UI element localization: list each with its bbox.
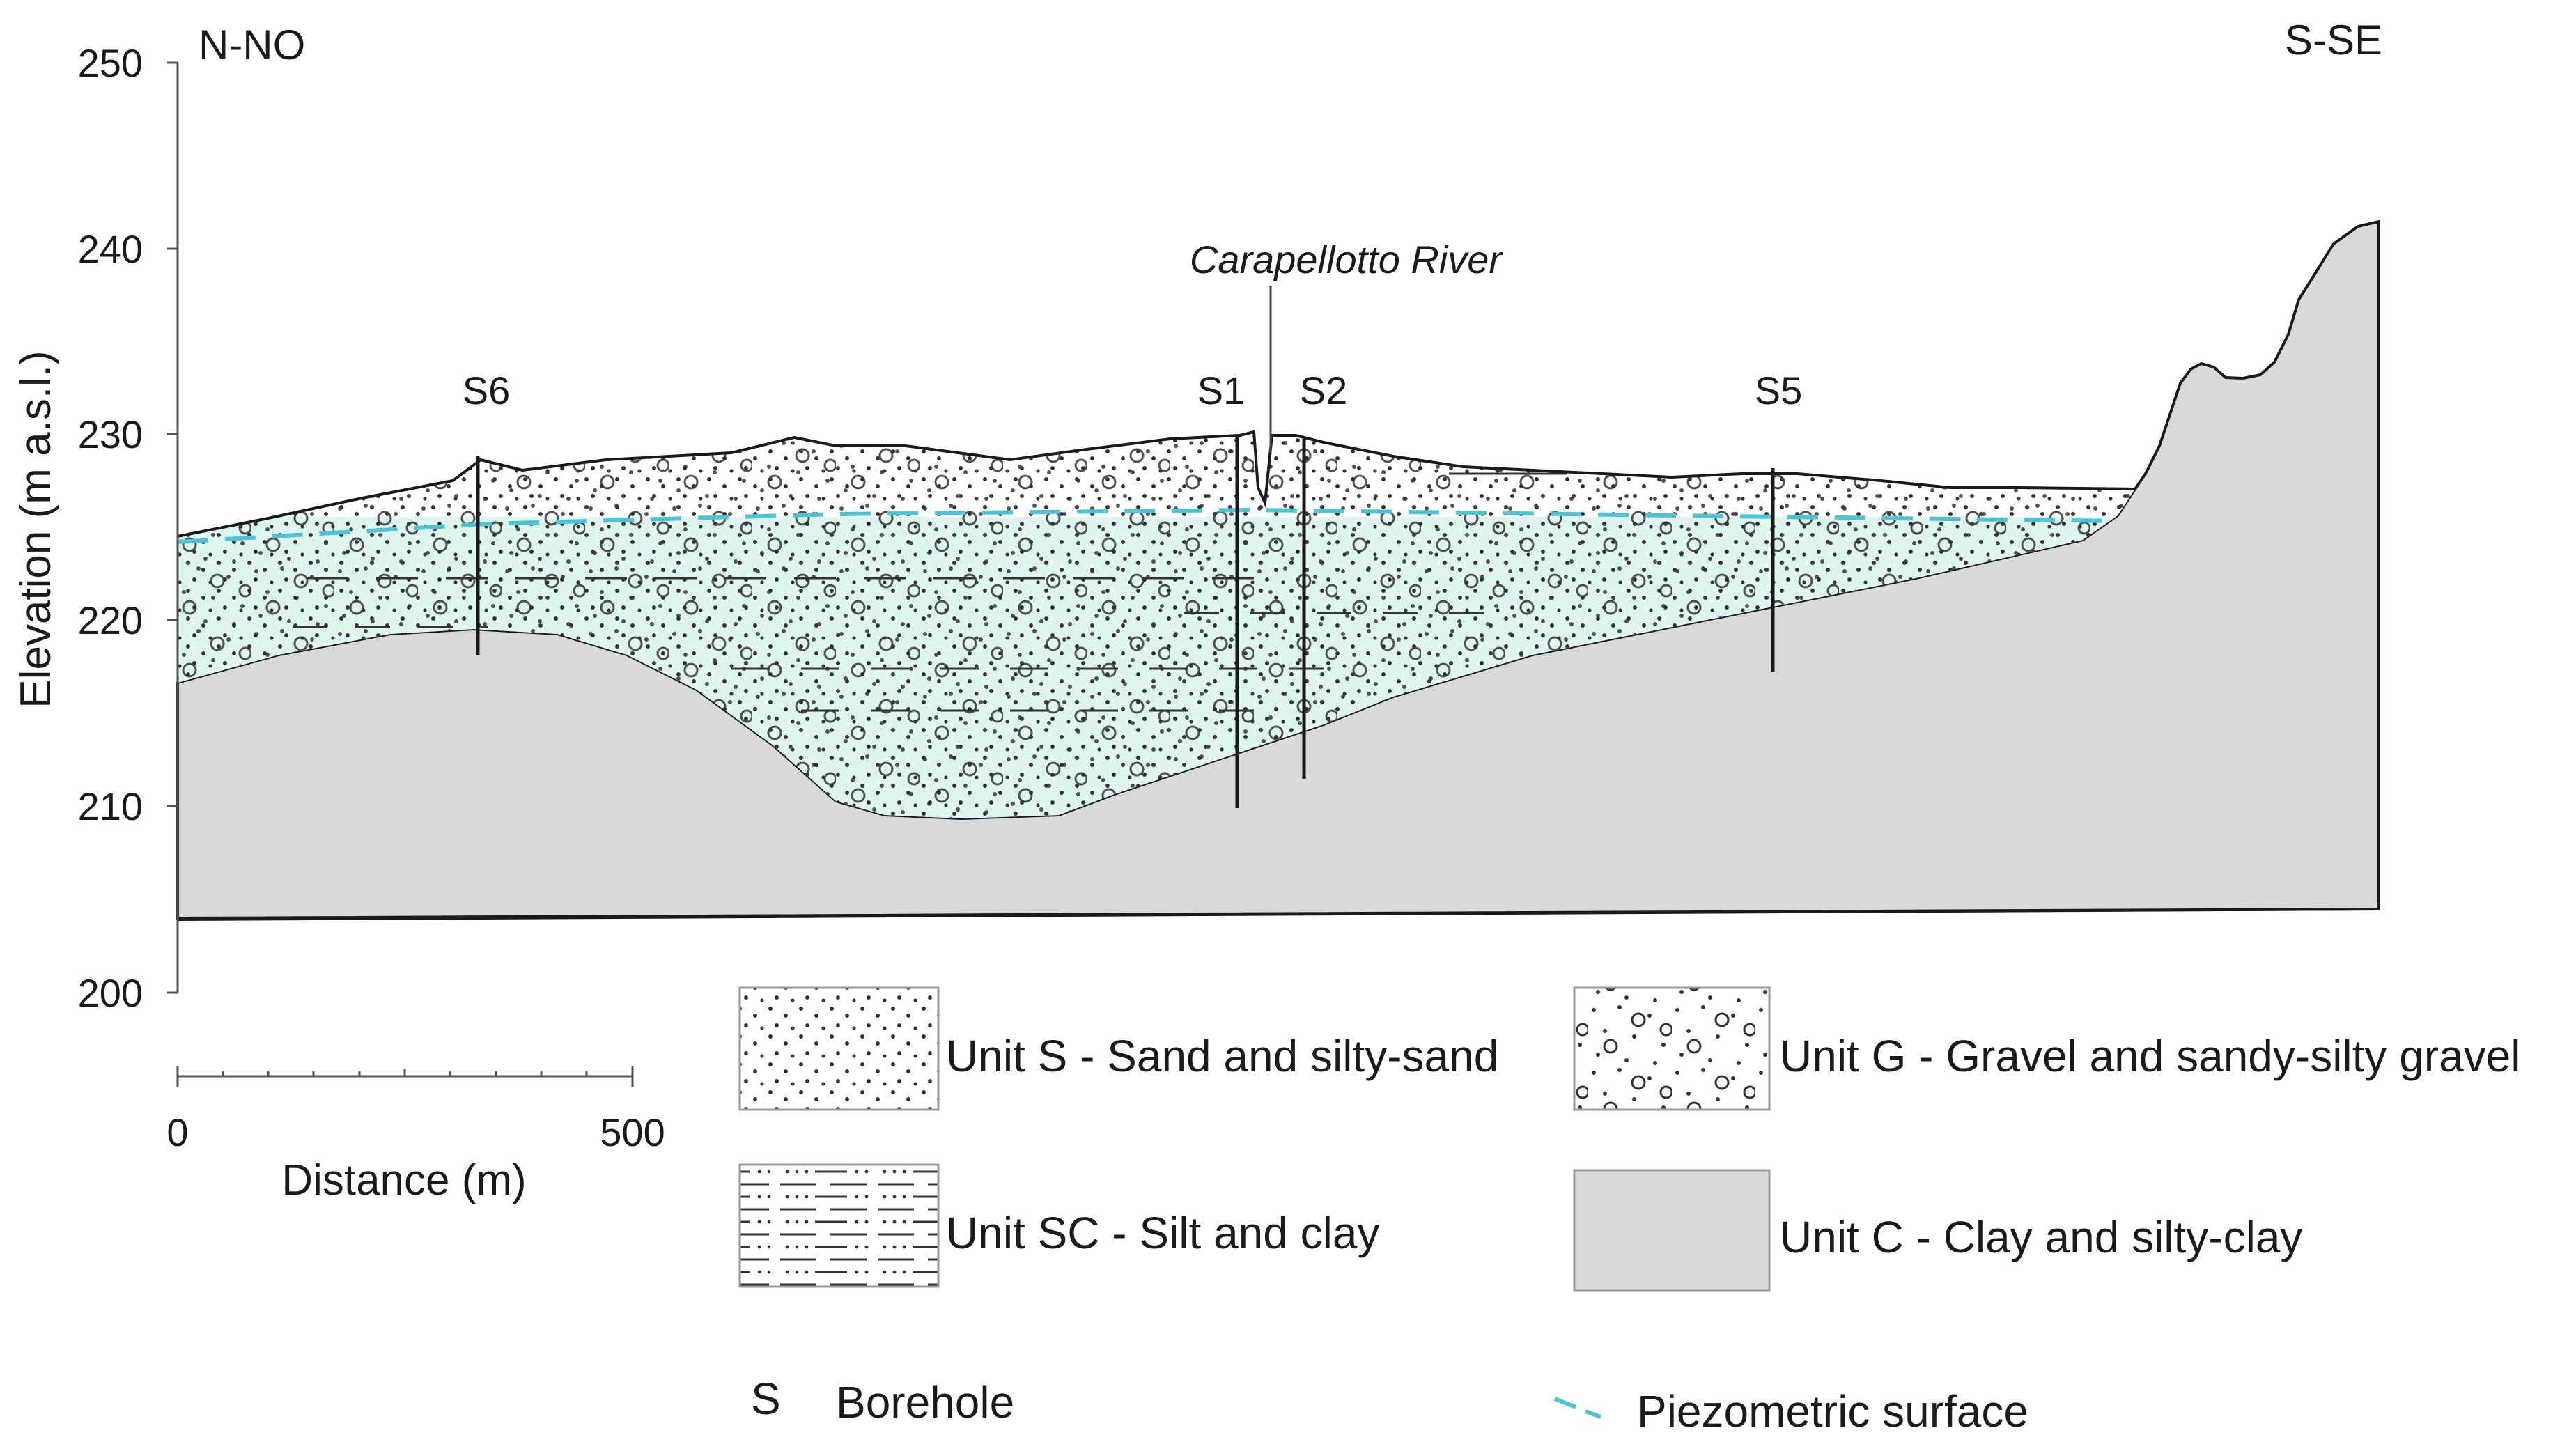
- scale-bar: [176, 1066, 634, 1087]
- ground-surface-line: [177, 430, 2136, 538]
- y-tick-210: 210: [78, 784, 143, 828]
- borehole-lines: [476, 435, 1775, 808]
- scale-end: 500: [600, 1110, 665, 1154]
- legend: Unit S - Sand and silty-sand Unit G - Gr…: [738, 986, 2521, 1436]
- y-axis: [167, 61, 179, 994]
- legend-swatch-unit-s: [738, 986, 940, 1111]
- legend-borehole-symbol: S: [751, 1374, 781, 1424]
- borehole-label-s1: S1: [1197, 368, 1246, 412]
- scale-start: 0: [166, 1110, 188, 1154]
- y-tick-200: 200: [78, 971, 143, 1015]
- legend-label-unit-s: Unit S - Sand and silty-sand: [946, 1031, 1498, 1081]
- y-tick-230: 230: [78, 412, 143, 456]
- scale-label: Distance (m): [281, 1156, 526, 1204]
- legend-label-unit-c: Unit C - Clay and silty-clay: [1780, 1212, 2302, 1262]
- legend-swatch-unit-sc: [738, 1163, 940, 1288]
- borehole-label-s2: S2: [1300, 368, 1348, 412]
- legend-swatch-unit-g: [1573, 986, 1771, 1111]
- piezometric-surface-line: [177, 507, 2118, 544]
- borehole-label-s6: S6: [463, 368, 511, 412]
- legend-piezometric-symbol-1: [1553, 1397, 1577, 1409]
- borehole-label-s5: S5: [1755, 368, 1803, 412]
- river-label: Carapellotto River: [1190, 238, 1504, 281]
- legend-piezometric-symbol-2: [1584, 1409, 1602, 1419]
- y-axis-label: Elevation (m a.s.l.): [12, 350, 60, 708]
- y-tick-240: 240: [78, 227, 143, 271]
- y-tick-220: 220: [78, 598, 143, 642]
- orientation-left: N-NO: [199, 22, 305, 68]
- legend-label-unit-g: Unit G - Gravel and sandy-silty gravel: [1780, 1031, 2521, 1081]
- orientation-right: S-SE: [2285, 17, 2382, 63]
- legend-label-piezometric: Piezometric surface: [1637, 1386, 2028, 1436]
- section-base-line: [177, 908, 2380, 921]
- legend-swatch-unit-c: [1573, 1169, 1771, 1292]
- y-tick-250: 250: [78, 41, 143, 85]
- legend-label-borehole: Borehole: [836, 1377, 1014, 1427]
- legend-label-unit-sc: Unit SC - Silt and clay: [946, 1208, 1379, 1258]
